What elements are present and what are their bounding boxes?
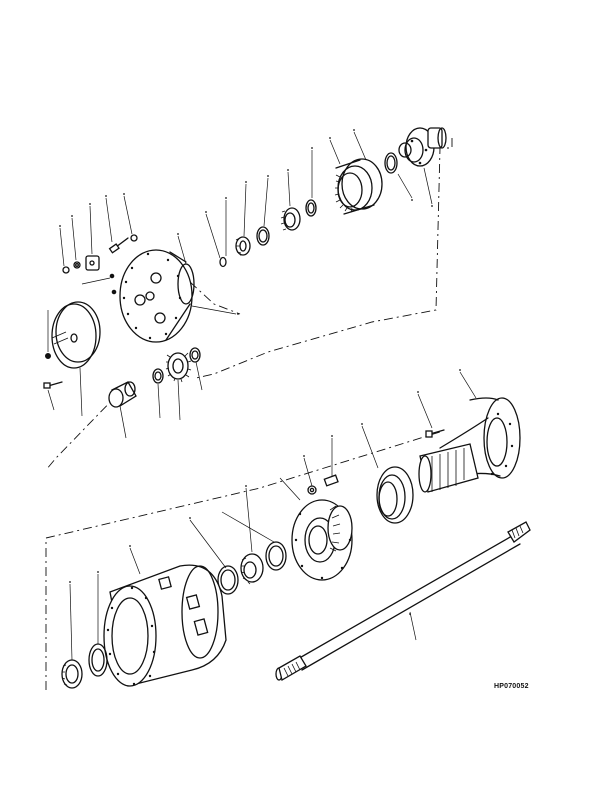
cover-plate [45, 301, 101, 369]
bearing-cup-mid [217, 565, 239, 595]
housing-ring [88, 643, 108, 677]
bolt-left [43, 381, 63, 389]
axle-shaft [275, 521, 531, 681]
bearing-cone-top [235, 236, 251, 256]
planet-pin [108, 381, 137, 408]
leader-lines [47, 131, 477, 661]
assembly-outline [45, 138, 453, 690]
retaining-ring [384, 152, 398, 174]
callout-ticks [59, 129, 461, 615]
planet-washer-left [152, 368, 164, 384]
bearing-cone-mid [240, 553, 264, 585]
bearing-race-top [256, 226, 270, 246]
thrust-washer-top [305, 199, 317, 217]
carrier-cover [398, 127, 447, 167]
snap-ring-top [219, 256, 227, 268]
hardware-cluster [62, 234, 138, 295]
seal [376, 466, 414, 524]
nut-washer [307, 474, 339, 495]
planet-washer-right [189, 347, 201, 363]
planet-carrier [119, 249, 195, 343]
housing [103, 564, 227, 687]
figure-id-label: HP070052 [494, 683, 529, 690]
planet-gear [165, 352, 192, 383]
housing-bearing [61, 659, 83, 689]
ring-gear [334, 158, 383, 215]
wheel-hub [291, 499, 353, 581]
stud-bolt [425, 429, 445, 438]
spindle-flange [418, 397, 521, 493]
bearing-cup-top [280, 207, 301, 231]
bearing-ring-mid [265, 541, 287, 571]
